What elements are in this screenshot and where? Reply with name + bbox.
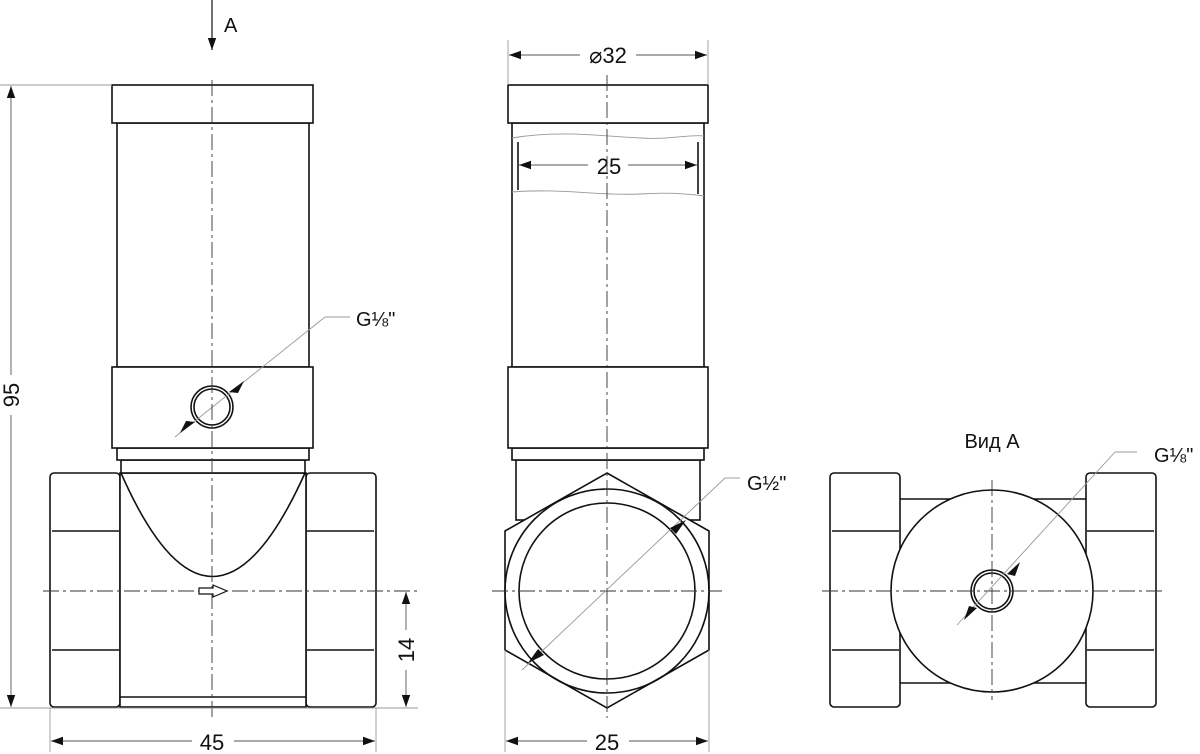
left-hex-nut bbox=[49, 472, 121, 708]
view-a-title: Вид А bbox=[964, 431, 1020, 453]
lower-sleeve bbox=[116, 447, 310, 461]
right-hex-nut bbox=[305, 472, 377, 708]
top-cap bbox=[111, 84, 314, 124]
width-dimension-25: 25 bbox=[595, 730, 619, 754]
width-dimension-45: 45 bbox=[200, 730, 224, 754]
view-a-left-nut bbox=[829, 472, 901, 708]
lower-ring bbox=[120, 459, 306, 474]
diameter-dimension-32: ⌀32 bbox=[589, 43, 627, 68]
side-view: 25 G½" ⌀32 25 bbox=[492, 40, 786, 754]
height-dimension-95: 95 bbox=[0, 383, 24, 407]
view-arrow-label: A bbox=[224, 15, 238, 37]
axis-offset-dimension-14: 14 bbox=[394, 638, 419, 662]
view-a-port-thread-label: G⅛" bbox=[1154, 445, 1193, 467]
side-top-cap bbox=[507, 84, 709, 124]
flow-direction-arrow bbox=[198, 584, 229, 598]
front-port-thread-label: G⅛" bbox=[356, 309, 395, 331]
front-view: A G⅛" bbox=[0, 0, 419, 754]
side-collar bbox=[507, 366, 709, 449]
side-thread-label: G½" bbox=[747, 473, 786, 495]
tube bbox=[116, 122, 310, 368]
inner-width-dimension-25: 25 bbox=[597, 154, 621, 179]
view-a: Вид А G⅛" bbox=[822, 431, 1193, 708]
view-a-right-nut bbox=[1085, 472, 1157, 708]
